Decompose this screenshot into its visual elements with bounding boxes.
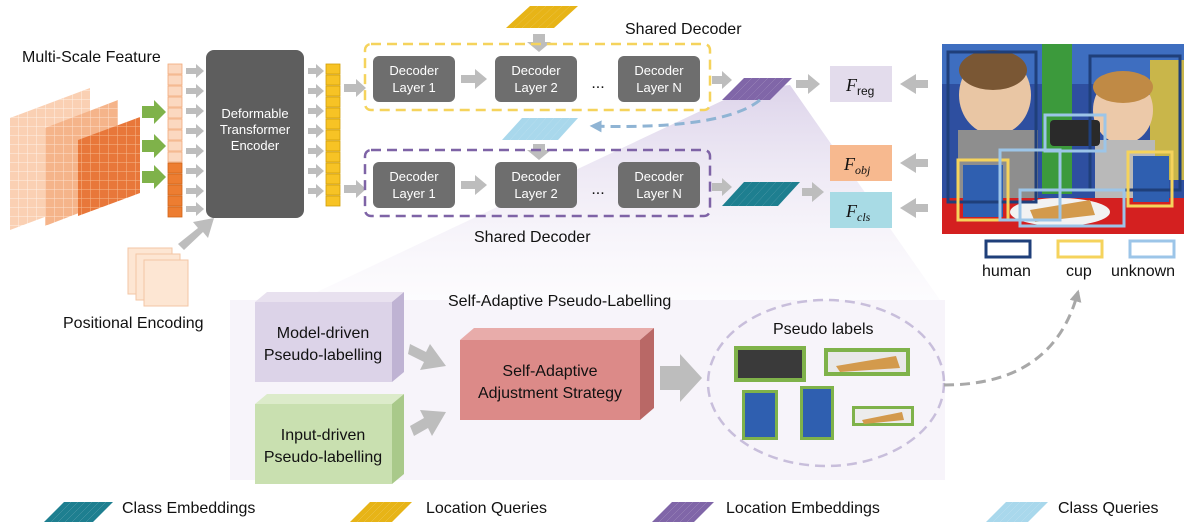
input-driven-line1: Input-driven — [281, 427, 366, 444]
location-embeddings-output — [722, 78, 792, 100]
bottom-decoder-out-arrow — [712, 178, 732, 196]
decoder-bottom-layer-2-line2: Layer 2 — [514, 186, 557, 201]
class-embeddings-output — [722, 182, 800, 206]
decoder-bottom-layer-1-line1: Decoder — [389, 169, 439, 184]
legend-location-embeddings-swatch — [652, 502, 714, 522]
flattened-tokens — [167, 63, 183, 218]
pl-to-strategy-arrows — [408, 344, 446, 436]
model-driven-line2: Pseudo-labelling — [264, 347, 382, 364]
heads-to-image-arrows — [900, 74, 928, 218]
legend-class-embeddings-label: Class Embeddings — [122, 500, 255, 517]
deformable-transformer-encoder — [206, 50, 304, 218]
bottom-ellipsis: ... — [591, 181, 604, 198]
legend-human-label: human — [982, 263, 1031, 280]
top-decoder-out-arrow — [712, 71, 732, 89]
pos-enc-arrow — [178, 218, 214, 250]
class-emb-to-heads-arrow — [802, 182, 824, 202]
head-cls — [830, 192, 892, 228]
decoder-top-layer-1 — [373, 56, 455, 102]
shared-decoder-top — [363, 42, 712, 112]
legend-unknown-swatch — [1128, 239, 1176, 259]
pseudo-label-crops — [734, 346, 914, 440]
token-arrows-in — [186, 64, 204, 216]
pseudo-labelling-title: Self-Adaptive Pseudo-Labelling — [448, 293, 671, 310]
memory-to-decoder-arrows — [344, 79, 366, 198]
top-layer-arrow-1 — [461, 69, 487, 89]
decoder-bottom-layer-2 — [495, 162, 577, 208]
strategy-line2: Adjustment Strategy — [478, 385, 622, 402]
decoder-bottom-layer-n-line1: Decoder — [634, 169, 684, 184]
legend-unknown-label: unknown — [1111, 263, 1175, 280]
head-reg-symbol: F — [845, 75, 858, 95]
strategy-line1: Self-Adaptive — [502, 363, 597, 380]
queries-down-arrow-bottom — [527, 144, 551, 160]
legend-class-embeddings-swatch — [44, 502, 113, 522]
detection-image — [942, 44, 1184, 234]
input-driven-line2: Pseudo-labelling — [264, 449, 382, 466]
legend-location-queries-swatch — [350, 502, 412, 522]
feedback-dashed-arrow — [589, 98, 761, 133]
decoder-bottom-layer-n-line2: Layer N — [636, 186, 682, 201]
head-reg-subscript: reg — [857, 84, 874, 98]
shared-decoder-title-bottom: Shared Decoder — [474, 229, 591, 246]
decoder-top-layer-1-line2: Layer 1 — [392, 80, 435, 95]
loc-emb-to-reg-arrow — [796, 74, 820, 94]
shared-decoder-title-top: Shared Decoder — [625, 21, 742, 38]
head-obj — [830, 145, 892, 181]
legend-location-embeddings-label: Location Embeddings — [726, 500, 880, 517]
decoder-top-layer-1-line1: Decoder — [389, 63, 439, 78]
encoder-line3: Encoder — [231, 138, 280, 153]
strategy-to-labels-arrow — [660, 354, 702, 402]
green-arrows — [142, 100, 166, 189]
class-queries-input — [502, 118, 578, 140]
head-reg — [830, 66, 892, 102]
strategy-box — [460, 328, 654, 420]
head-obj-symbol: F — [843, 154, 856, 174]
encoder-memory-tokens — [325, 63, 341, 207]
detection-boxes — [946, 50, 1182, 228]
positional-encoding-stack — [127, 247, 189, 307]
decoder-bottom-layer-n — [618, 162, 700, 208]
decoder-bottom-layer-1-line2: Layer 1 — [392, 186, 435, 201]
decoder-bottom-layer-2-line1: Decoder — [511, 169, 561, 184]
shared-decoder-bottom — [363, 148, 712, 218]
decoder-top-layer-n-line1: Decoder — [634, 63, 684, 78]
encoder-line1: Deformable — [221, 106, 288, 121]
pseudo-labels-feedback-arrow — [943, 289, 1082, 387]
head-cls-symbol: F — [845, 201, 858, 221]
decoder-top-layer-2-line1: Decoder — [511, 63, 561, 78]
legend-human-swatch — [984, 239, 1032, 259]
location-queries-input — [506, 6, 578, 28]
model-driven-line1: Model-driven — [277, 325, 369, 342]
pseudo-labels-ellipse — [706, 298, 946, 468]
model-driven-box — [255, 292, 404, 382]
decoder-top-layer-2-line2: Layer 2 — [514, 80, 557, 95]
pseudo-labels-title: Pseudo labels — [773, 321, 874, 338]
decoder-bottom-layer-1 — [373, 162, 455, 208]
decoder-top-layer-n-line2: Layer N — [636, 80, 682, 95]
legend-cup-label: cup — [1066, 263, 1092, 280]
head-obj-subscript: obj — [855, 163, 871, 177]
feature-maps — [10, 88, 140, 230]
legend-location-queries-label: Location Queries — [426, 500, 547, 517]
encoder-line2: Transformer — [220, 122, 291, 137]
legend-cup-swatch — [1056, 239, 1104, 259]
input-driven-box — [255, 394, 404, 484]
decoder-top-layer-2 — [495, 56, 577, 102]
multi-scale-feature-label: Multi-Scale Feature — [22, 49, 161, 66]
head-cls-subscript: cls — [857, 210, 871, 224]
legend-class-queries-label: Class Queries — [1058, 500, 1158, 517]
positional-encoding-label: Positional Encoding — [63, 315, 204, 332]
bottom-layer-arrow-1 — [461, 175, 487, 195]
token-arrows-out — [308, 64, 324, 198]
top-ellipsis: ... — [591, 75, 604, 92]
decoder-top-layer-n — [618, 56, 700, 102]
legend-class-queries-swatch — [986, 502, 1048, 522]
